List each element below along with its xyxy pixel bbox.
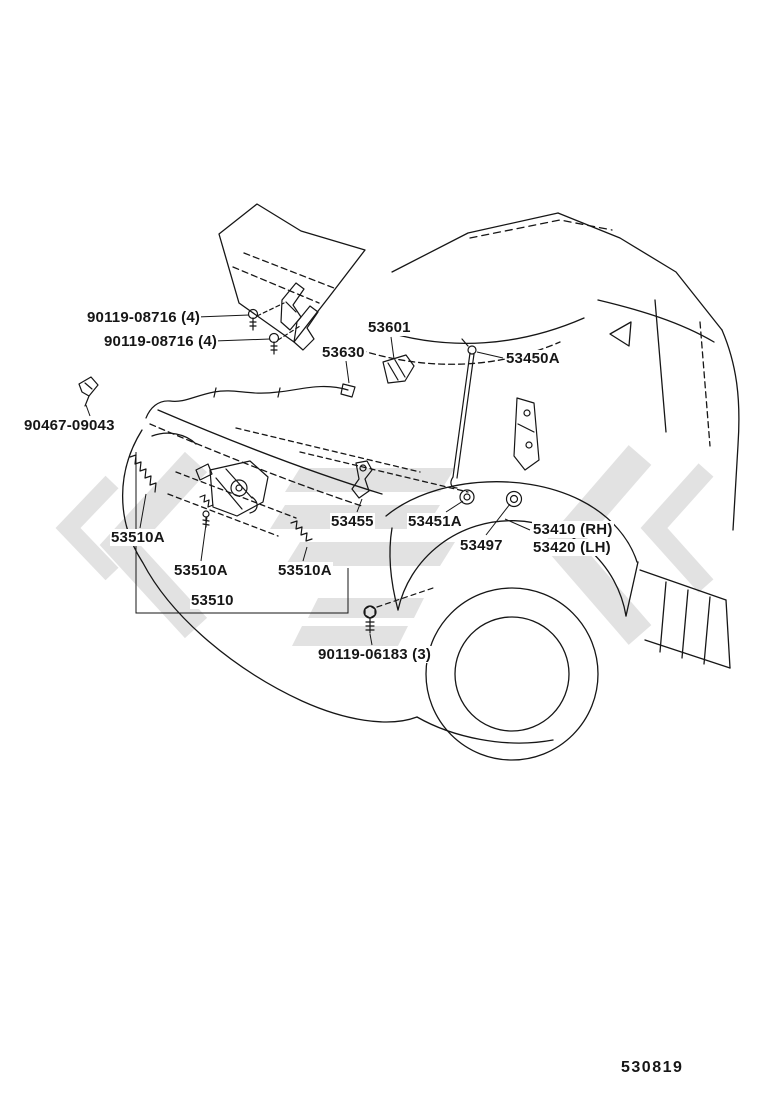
part-label-90119-08716-upper: 90119-08716 (4) (86, 309, 202, 327)
part-label-53510a-mid: 53510A (173, 562, 229, 580)
part-53630-release-cable (145, 383, 356, 419)
part-label-53420-lh: 53420 (LH) (532, 539, 612, 557)
part-symbols (78, 282, 540, 634)
part-90467-clip (78, 376, 99, 407)
hood-panel (218, 203, 366, 343)
front-wheel (425, 587, 599, 761)
figure-number: 530819 (621, 1059, 684, 1076)
part-53601-bracket (382, 354, 415, 384)
part-label-53601: 53601 (367, 319, 412, 337)
front-fender (385, 481, 638, 563)
side-mirror (609, 321, 632, 347)
hinge-bolt-1 (247, 302, 285, 331)
part-label-53510a-left: 53510A (110, 529, 166, 547)
car-body-outline (122, 203, 740, 761)
hinge-bolt-2 (268, 325, 301, 355)
part-label-90119-06183: 90119-06183 (3) (317, 646, 433, 664)
part-label-53510a-right: 53510A (277, 562, 333, 580)
part-53455-hook (351, 460, 373, 499)
part-label-53455: 53455 (330, 513, 375, 531)
part-53451a-grommet (459, 489, 475, 505)
part-label-53410-rh: 53410 (RH) (532, 521, 614, 539)
hood-hinge-parts (280, 282, 319, 351)
part-53510a-spring-1 (129, 454, 157, 493)
part-label-90467-09043: 90467-09043 (23, 417, 116, 435)
part-53450a-support-rod (450, 338, 540, 489)
part-label-53450a: 53450A (505, 350, 561, 368)
part-label-53510: 53510 (190, 592, 235, 610)
part-label-53451a: 53451A (407, 513, 463, 531)
part-label-53630: 53630 (321, 344, 366, 362)
part-label-53497: 53497 (459, 537, 504, 555)
part-label-90119-08716-lower: 90119-08716 (4) (103, 333, 219, 351)
part-53510a-spring-3 (290, 520, 313, 542)
part-53497-washer (505, 490, 523, 508)
part-90119-06183-bolt (363, 587, 434, 634)
front-fascia (122, 429, 418, 723)
part-53510-lock-assembly (195, 460, 269, 517)
